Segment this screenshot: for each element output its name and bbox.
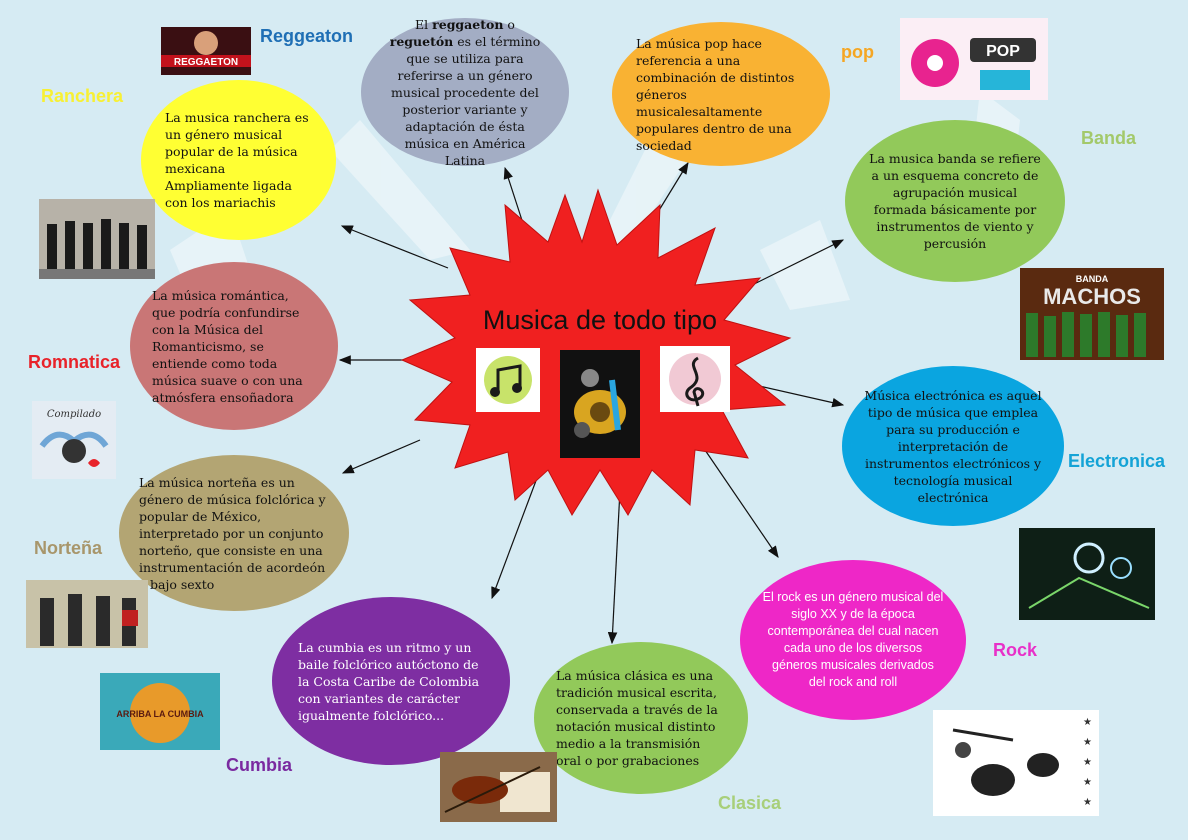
bubble-clasica: La música clásica es una tradición music… — [534, 642, 748, 794]
nortena-band-photo — [26, 580, 148, 648]
label-nortena: Norteña — [34, 538, 103, 558]
label-reggeaton: Reggeaton — [260, 26, 354, 46]
svg-text:★: ★ — [1083, 797, 1092, 808]
label-ranchera: Ranchera — [41, 86, 124, 106]
bubble-pop-text: La música pop hace referencia a una comb… — [636, 35, 795, 153]
bubble-reggaeton-text: El reggaeton o reguetón es el término qu… — [387, 16, 543, 169]
cumbia-logo-text: ARRIBA LA CUMBIA — [116, 709, 204, 719]
bold-term-2: reguetón — [389, 33, 454, 49]
mariachi-photo — [39, 199, 155, 279]
bubble-electronica: Música electrónica es aquel tipo de músi… — [842, 366, 1064, 526]
svg-text:★: ★ — [1083, 737, 1092, 748]
bubble-banda-text: La musica banda se refiere a un esquema … — [869, 151, 1041, 251]
bubble-rock: El rock es un género musical del siglo X… — [740, 560, 966, 720]
treble-clef-icon — [660, 346, 730, 412]
pop-collage-image: POP — [900, 18, 1048, 100]
body-text: es el término que se utiliza para referi… — [391, 33, 541, 168]
bubble-ranchera-text: La musica ranchera es un género musical … — [165, 110, 309, 210]
bubble-cumbia-text: La cumbia es un ritmo y un baile folclór… — [298, 639, 480, 723]
label-clasica: Clasica — [718, 793, 782, 813]
bubble-nortena: La música norteña es un género de música… — [119, 455, 349, 611]
svg-text:★: ★ — [1083, 757, 1092, 768]
bubble-pop: La música pop hace referencia a una comb… — [612, 22, 830, 166]
reggaeton-cover-text: REGGAETON — [174, 57, 238, 68]
bubble-clasica-text: La música clásica es una tradición music… — [556, 668, 718, 768]
page-title: Musica de todo tipo — [482, 305, 718, 335]
svg-text:★: ★ — [1083, 777, 1092, 788]
label-banda: Banda — [1081, 128, 1137, 148]
rock-drums-illustration: ★ ★ ★ ★ ★ — [933, 710, 1099, 816]
reggaeton-cover-image: REGGAETON — [161, 27, 251, 75]
violin-photo — [440, 752, 557, 822]
lead-text: El — [415, 16, 433, 32]
banda-machos-image: BANDA MACHOS — [1020, 268, 1164, 360]
bubble-electronica-text: Música electrónica es aquel tipo de músi… — [864, 387, 1042, 505]
music-notes-icon — [476, 348, 540, 412]
label-pop: pop — [841, 42, 874, 62]
speaker-cd-icon — [560, 350, 640, 458]
romantic-compilation-image: Compilado — [32, 401, 116, 479]
label-rock: Rock — [993, 640, 1038, 660]
banda-logo-text: MACHOS — [1043, 284, 1141, 309]
bubble-romantica-text: La música romántica, que podría confundi… — [152, 287, 303, 405]
bubble-romantica: La música romántica, que podría confundi… — [130, 262, 338, 430]
bubble-banda: La musica banda se refiere a un esquema … — [845, 120, 1065, 282]
label-romantica: Romnatica — [28, 352, 121, 372]
romantic-cover-text: Compilado — [47, 409, 101, 420]
label-electronica: Electronica — [1068, 451, 1166, 471]
pop-collage-text: POP — [986, 43, 1020, 60]
connector-text: o — [503, 16, 515, 32]
bubble-reggaeton: El reggaeton o reguetón es el término qu… — [361, 16, 569, 169]
banda-logo-small-text: BANDA — [1076, 274, 1109, 284]
bubble-cumbia: La cumbia es un ritmo y un baile folclór… — [272, 597, 510, 765]
bubble-rock-text: El rock es un género musical del siglo X… — [762, 590, 944, 689]
svg-text:★: ★ — [1083, 717, 1092, 728]
label-cumbia: Cumbia — [226, 755, 293, 775]
bold-term: reggaeton — [432, 16, 504, 32]
bubble-ranchera: La musica ranchera es un género musical … — [141, 80, 336, 240]
cumbia-logo-image: ARRIBA LA CUMBIA — [100, 673, 220, 750]
bubble-nortena-text: La música norteña es un género de música… — [139, 474, 326, 592]
electronic-concert-photo — [1019, 528, 1155, 620]
